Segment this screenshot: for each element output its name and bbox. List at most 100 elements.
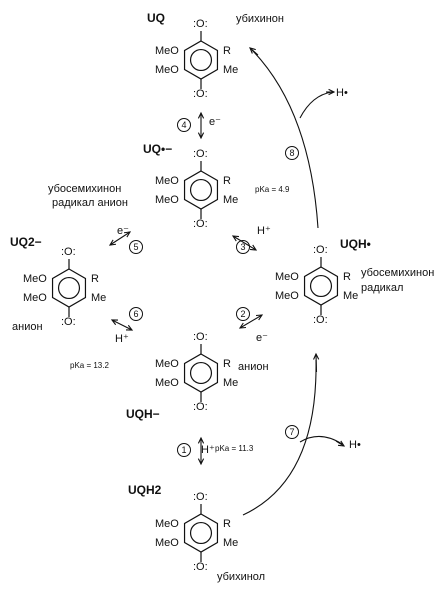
uq-radical-anion-label: UQ•− (143, 142, 173, 156)
uq2-meo-upper: MeO (23, 272, 47, 285)
uqh-anion-meo-lower: MeO (155, 376, 179, 389)
proton-step6: H⁺ (115, 333, 129, 345)
uq-ring (183, 40, 219, 80)
uqh-anion-bottom-oxygen: :O: (193, 401, 208, 413)
arrow-step6 (111, 319, 133, 331)
arrow-step8-release-tip-head-end (328, 88, 336, 96)
pka-11-3: pKa = 11.3 (215, 444, 254, 453)
uq-radical-anion-meo-upper: MeO (155, 174, 179, 187)
uqh-anion-label: UQH− (126, 407, 160, 421)
arrow-step7-release-tip (335, 440, 345, 447)
uq2-r-group: R (91, 272, 99, 285)
uqh2-aromatic-circle (189, 521, 213, 545)
uq-me-group: Me (223, 63, 239, 76)
uqh-anion-ring (183, 353, 219, 393)
uq2-bottom-oxygen: :O: (61, 316, 76, 328)
uq-label: UQ (147, 11, 165, 25)
uq-radical-anion-aromatic-circle (189, 178, 213, 202)
uqh-radical-meo-upper: MeO (275, 270, 299, 283)
h-radical-top: H• (336, 87, 348, 99)
pka-4-9: pKa = 4.9 (255, 185, 290, 194)
arrow-step7-tip (315, 353, 318, 373)
uq-meo-upper: MeO (155, 44, 179, 57)
step-6: 6 (129, 307, 143, 321)
semiquinone-radical-anion-line2: радикал анион (52, 197, 128, 209)
uq-meo-lower: MeO (155, 63, 179, 76)
arrow-step6-head-start (110, 319, 119, 326)
uqh2-meo-lower: MeO (155, 536, 179, 549)
electron-step4: e⁻ (209, 116, 221, 128)
uqh-radical-aromatic-circle (309, 274, 333, 298)
uq2-me-group: Me (91, 291, 107, 304)
step-5: 5 (129, 240, 143, 254)
uqh2-ring (183, 513, 219, 553)
arrow-step2 (239, 314, 263, 329)
uq-r-group: R (223, 44, 231, 57)
uq2-ring (51, 268, 87, 308)
h-radical-bottom: H• (349, 439, 361, 451)
step-2: 2 (236, 307, 250, 321)
step-4: 4 (177, 118, 191, 132)
uqh-radical-meo-lower: MeO (275, 289, 299, 302)
uq2-aromatic-circle (57, 276, 81, 300)
arrow-step3-head-end (249, 244, 258, 251)
uqh-radical-top-oxygen: :O: (313, 244, 328, 256)
semiquinone-radical-anion-line1: убосемихинон (48, 183, 122, 195)
uqh2-meo-upper: MeO (155, 517, 179, 530)
semiquinone-radical-line1: убосемихинон (361, 267, 435, 279)
arrow-step4-head-start (197, 111, 205, 119)
arrow-step7 (242, 359, 317, 516)
uqh2-bottom-oxygen: :O: (193, 561, 208, 573)
arrow-step1-head-start (197, 436, 205, 444)
arrow-step6-head-end (125, 324, 134, 331)
semiquinone-radical-line2: радикал (361, 282, 404, 294)
uqh-anion-aromatic-circle (189, 361, 213, 385)
arrow-step8-tip (249, 47, 259, 56)
uq-bottom-oxygen: :O: (193, 88, 208, 100)
arrow-step3-head-start (231, 235, 240, 242)
uqh-radical-ring (303, 266, 339, 306)
step-3: 3 (236, 240, 250, 254)
uq-radical-anion-bottom-oxygen: :O: (193, 218, 208, 230)
uqh2-label: UQH2 (128, 483, 162, 497)
arrow-step5 (109, 231, 131, 246)
uq-radical-anion-top-oxygen: :O: (193, 148, 208, 160)
arrow-step7-release-tip-head-end (337, 440, 346, 447)
uq-top-oxygen: :O: (193, 18, 208, 30)
arrow-step7-tip-head-end (313, 352, 320, 360)
arrow-step2-head-end (255, 314, 264, 321)
uq-radical-anion-me-group: Me (223, 193, 239, 206)
electron-step5: e⁻ (117, 225, 129, 237)
uqh-radical-r-group: R (343, 270, 351, 283)
proton-step1: H⁺ (201, 444, 215, 456)
arrow-step5-head-end (123, 231, 132, 238)
uqh2-me-group: Me (223, 536, 239, 549)
uqh-radical-me-group: Me (343, 289, 359, 302)
step-1: 1 (177, 443, 191, 457)
uq-radical-anion-ring (183, 170, 219, 210)
uqh-anion-top-oxygen: :O: (193, 331, 208, 343)
anion-label-left: анион (12, 321, 43, 333)
ubiquinol-label: убихинол (217, 571, 266, 583)
uqh2-r-group: R (223, 517, 231, 530)
arrow-step8-release (299, 91, 333, 119)
arrow-step8-tip-head-end (249, 47, 256, 54)
step-7: 7 (285, 425, 299, 439)
electron-step2: e⁻ (256, 332, 268, 344)
pka-13-2: pKa = 13.2 (70, 361, 109, 370)
arrow-step4-head-end (197, 132, 205, 140)
uqh-radical-label: UQH• (340, 237, 371, 251)
uq2-label: UQ2− (10, 235, 42, 249)
uq2-meo-lower: MeO (23, 291, 47, 304)
arrow-step8 (251, 49, 319, 229)
arrow-step2-head-start (238, 322, 247, 329)
uqh-radical-bottom-oxygen: :O: (313, 314, 328, 326)
uq2-top-oxygen: :O: (61, 246, 76, 258)
uq-radical-anion-r-group: R (223, 174, 231, 187)
ubiquinone-label: убихинон (236, 13, 284, 25)
arrow-step5-head-start (108, 239, 117, 246)
proton-step3: H⁺ (257, 225, 271, 237)
uq-radical-anion-meo-lower: MeO (155, 193, 179, 206)
uq-aromatic-circle (189, 48, 213, 72)
